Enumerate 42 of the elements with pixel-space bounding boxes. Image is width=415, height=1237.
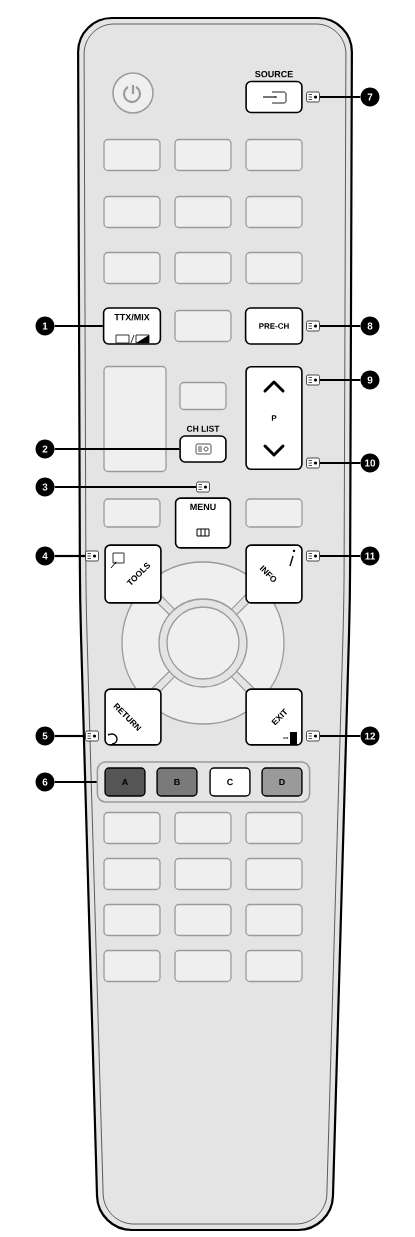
leader-line <box>54 734 86 738</box>
leader-line <box>319 378 361 382</box>
teletext-icon <box>306 457 320 469</box>
callout-number: 1 <box>35 316 55 336</box>
leader-line <box>54 324 103 328</box>
callout-number: 11 <box>360 546 380 566</box>
color-button: C <box>209 767 251 797</box>
leader-line <box>319 554 361 558</box>
teletext-icon <box>85 730 99 742</box>
leader-line <box>54 447 180 451</box>
teletext-icon <box>306 91 320 103</box>
leader-line <box>54 780 97 784</box>
color-button: A <box>104 767 146 797</box>
remote-button: MENU <box>174 497 232 549</box>
node-label: SOURCE <box>255 70 293 78</box>
callout-number: 6 <box>35 772 55 792</box>
callout-number: 2 <box>35 439 55 459</box>
leader-line <box>319 461 361 465</box>
teletext-icon <box>85 550 99 562</box>
teletext-icon <box>306 550 320 562</box>
callout-number: 9 <box>360 370 380 390</box>
leader-line <box>54 485 197 489</box>
teletext-icon <box>306 320 320 332</box>
callout-number: 7 <box>360 87 380 107</box>
leader-line <box>319 734 361 738</box>
callout-number: 4 <box>35 546 55 566</box>
leader-line <box>54 554 86 558</box>
teletext-icon <box>306 730 320 742</box>
callout-number: 8 <box>360 316 380 336</box>
teletext-icon <box>306 374 320 386</box>
callout-number: 5 <box>35 726 55 746</box>
remote-button: SOURCE <box>245 70 303 114</box>
callout-number: 12 <box>360 726 380 746</box>
node-label: CH LIST <box>186 425 220 432</box>
callout-number: 3 <box>35 477 55 497</box>
remote-button: CH LIST <box>179 425 227 463</box>
leader-line <box>319 324 361 328</box>
callout-number: 10 <box>360 453 380 473</box>
color-button: D <box>261 767 303 797</box>
color-button: B <box>156 767 198 797</box>
teletext-icon <box>196 481 210 493</box>
leader-line <box>319 95 361 99</box>
